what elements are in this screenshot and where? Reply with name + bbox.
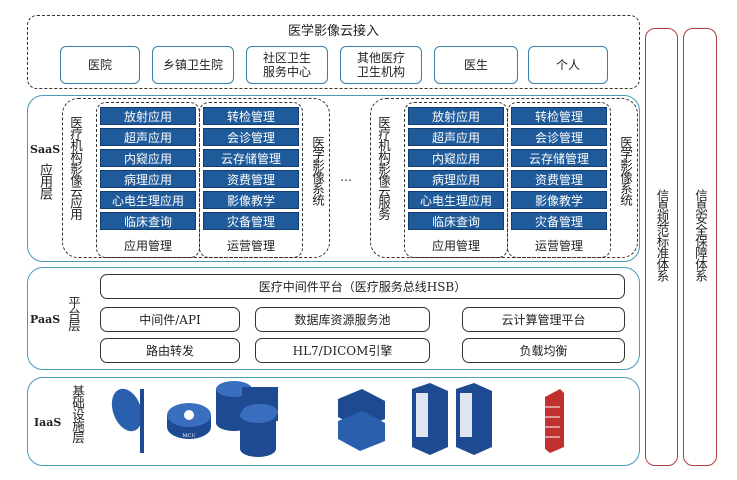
iaas-layer — [27, 377, 640, 466]
app-module[interactable]: 心电生理应用 — [408, 191, 504, 209]
server-rack-icon — [412, 383, 492, 455]
platform-service: 数据库资源服务池 — [255, 307, 430, 332]
app-module[interactable]: 云存储管理 — [511, 149, 607, 167]
access-item[interactable]: 其他医疗 卫生机构 — [340, 46, 422, 84]
app-group — [370, 98, 638, 258]
column-frame — [199, 102, 303, 258]
access-layer — [27, 15, 640, 89]
platform-service: 中间件/API — [100, 307, 240, 332]
app-module[interactable]: 资费管理 — [511, 170, 607, 188]
column-footer: 应用管理 — [431, 239, 480, 253]
info-standards-pillar: 信息规范标准体系 — [645, 28, 678, 466]
firewall-icon — [545, 389, 564, 453]
paas-name: 平台层 — [66, 296, 81, 331]
column-footer: 应用管理 — [123, 239, 172, 253]
saas-layer — [27, 95, 640, 262]
access-title: 医学影像云接入 — [287, 24, 379, 39]
app-module[interactable]: 会诊管理 — [511, 128, 607, 146]
info-security-label: 信息安全保障体系 — [693, 189, 708, 281]
platform-service: 云计算管理平台 — [462, 307, 625, 332]
app-module[interactable]: 超声应用 — [100, 128, 196, 146]
app-module[interactable]: 资费管理 — [203, 170, 299, 188]
app-module[interactable]: 放射应用 — [100, 107, 196, 125]
satellite-dish-icon — [111, 388, 144, 453]
group-right-title: 医学影像系统 — [618, 136, 633, 205]
app-module[interactable]: 内窥应用 — [100, 149, 196, 167]
app-module[interactable]: 转检管理 — [511, 107, 607, 125]
paas-layer — [27, 267, 640, 370]
column-footer: 运营管理 — [226, 239, 275, 253]
info-standards-label: 信息规范标准体系 — [654, 189, 670, 281]
app-module[interactable]: 超声应用 — [408, 128, 504, 146]
access-item[interactable]: 社区卫生 服务中心 — [246, 46, 328, 84]
database-icon — [216, 381, 278, 457]
access-item[interactable]: 个人 — [528, 46, 608, 84]
app-module[interactable]: 转检管理 — [203, 107, 299, 125]
saas-name: 应用层 — [37, 163, 52, 199]
column-footer: 运营管理 — [534, 239, 583, 253]
app-module[interactable]: 临床查询 — [100, 212, 196, 230]
iaas-name: 基础设施层 — [70, 385, 85, 443]
app-group — [62, 98, 330, 258]
paas-label: PaaS — [30, 313, 61, 326]
svg-text:MCU: MCU — [182, 433, 195, 439]
app-module[interactable]: 心电生理应用 — [100, 191, 196, 209]
group-right-title: 医学影像系统 — [310, 136, 325, 205]
platform-service: 负载均衡 — [462, 338, 625, 363]
mcu-icon: MCU — [167, 403, 211, 439]
iaas-label: IaaS — [34, 416, 62, 429]
access-item[interactable]: 医院 — [60, 46, 140, 84]
service-bus: 医疗中间件平台（医疗服务总线HSB） — [100, 274, 625, 299]
app-module[interactable]: 会诊管理 — [203, 128, 299, 146]
app-module[interactable]: 灾备管理 — [203, 212, 299, 230]
app-module[interactable]: 影像教学 — [511, 191, 607, 209]
app-module[interactable]: 放射应用 — [408, 107, 504, 125]
access-item[interactable]: 乡镇卫生院 — [152, 46, 234, 84]
column-frame — [507, 102, 611, 258]
info-security-pillar: 信息安全保障体系 — [683, 28, 717, 466]
saas-label: SaaS — [30, 143, 61, 156]
storage-array-icon — [338, 389, 385, 451]
app-module[interactable]: 内窥应用 — [408, 149, 504, 167]
group-left-title: 医疗机构影像云服务 — [376, 116, 391, 220]
app-module[interactable]: 病理应用 — [100, 170, 196, 188]
app-module[interactable]: 影像教学 — [203, 191, 299, 209]
platform-service: HL7/DICOM引擎 — [255, 338, 430, 363]
app-module[interactable]: 云存储管理 — [203, 149, 299, 167]
app-module[interactable]: 灾备管理 — [511, 212, 607, 230]
infrastructure-icons: MCU — [111, 381, 564, 457]
group-left-title: 医疗机构影像云应用 — [68, 116, 83, 220]
platform-service: 路由转发 — [100, 338, 240, 363]
access-item[interactable]: 医生 — [434, 46, 518, 84]
app-module[interactable]: 病理应用 — [408, 170, 504, 188]
ellipsis: … — [340, 170, 352, 184]
app-module[interactable]: 临床查询 — [408, 212, 504, 230]
